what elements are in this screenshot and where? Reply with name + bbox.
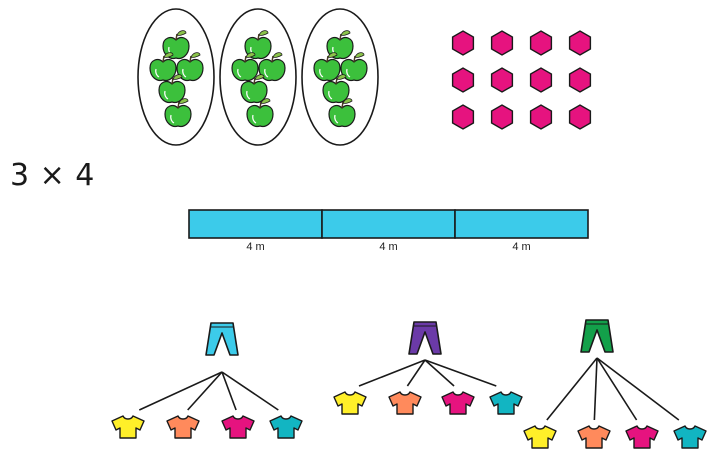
apple-icon <box>176 52 204 82</box>
apple-groups <box>137 8 379 146</box>
branch-line <box>546 357 598 421</box>
pants-icon <box>580 319 614 353</box>
hexagon-shape <box>568 104 592 130</box>
apple-icon <box>322 74 350 104</box>
shirt-icon <box>523 425 557 449</box>
branch-line <box>424 359 455 387</box>
apple-icon <box>258 52 286 82</box>
multiplication-expression: 3 × 4 <box>10 158 95 193</box>
shirt-icon <box>577 425 611 449</box>
shirt-icon <box>441 391 475 415</box>
hexagon-shape <box>490 30 514 56</box>
shirt-icon <box>673 425 707 449</box>
bar-segment <box>454 209 589 239</box>
hexagon-shape <box>451 30 475 56</box>
hexagon-shape <box>529 30 553 56</box>
tree-diagram <box>111 322 303 439</box>
shirt-icon <box>221 415 255 439</box>
branch-line <box>187 371 223 411</box>
apple-icon <box>328 98 356 128</box>
branch-line <box>406 359 426 387</box>
shirt-icon <box>111 415 145 439</box>
shirt-icon <box>333 391 367 415</box>
tree-diagram <box>523 319 707 449</box>
apple-icon <box>231 52 259 82</box>
branch-line <box>358 359 426 387</box>
shirt-icon <box>489 391 523 415</box>
tree-diagram <box>333 321 523 415</box>
branch-line <box>593 357 598 421</box>
hexagon-array <box>451 30 592 130</box>
branch-line <box>596 357 638 421</box>
segment-label: 4 m <box>246 241 264 253</box>
pants-icon <box>205 322 239 356</box>
hexagon-shape <box>490 104 514 130</box>
bar-segment <box>188 209 323 239</box>
segment-label: 4 m <box>379 241 397 253</box>
hexagon-shape <box>490 67 514 93</box>
branch-line <box>221 371 237 411</box>
bar-model: 4 m 4 m 4 m <box>188 209 589 253</box>
hexagon-shape <box>529 67 553 93</box>
branch-line <box>221 371 279 411</box>
hexagon-shape <box>451 67 475 93</box>
hexagon-shape <box>451 104 475 130</box>
shirt-icon <box>625 425 659 449</box>
bar-segment <box>321 209 456 239</box>
apple-icon <box>149 52 177 82</box>
apple-icon <box>164 98 192 128</box>
apple-icon <box>246 98 274 128</box>
pants-icon <box>408 321 442 355</box>
branch-line <box>138 371 223 411</box>
shirt-icon <box>388 391 422 415</box>
hexagon-shape <box>568 67 592 93</box>
clothing-tree-diagrams <box>111 319 707 449</box>
segment-label: 4 m <box>512 241 530 253</box>
apple-icon <box>340 52 368 82</box>
shirt-icon <box>269 415 303 439</box>
branch-line <box>596 357 680 421</box>
apple-icon <box>313 52 341 82</box>
branch-line <box>424 359 497 387</box>
apple-icon <box>158 74 186 104</box>
hexagon-shape <box>529 104 553 130</box>
hexagon-shape <box>568 30 592 56</box>
shirt-icon <box>166 415 200 439</box>
apple-icon <box>240 74 268 104</box>
